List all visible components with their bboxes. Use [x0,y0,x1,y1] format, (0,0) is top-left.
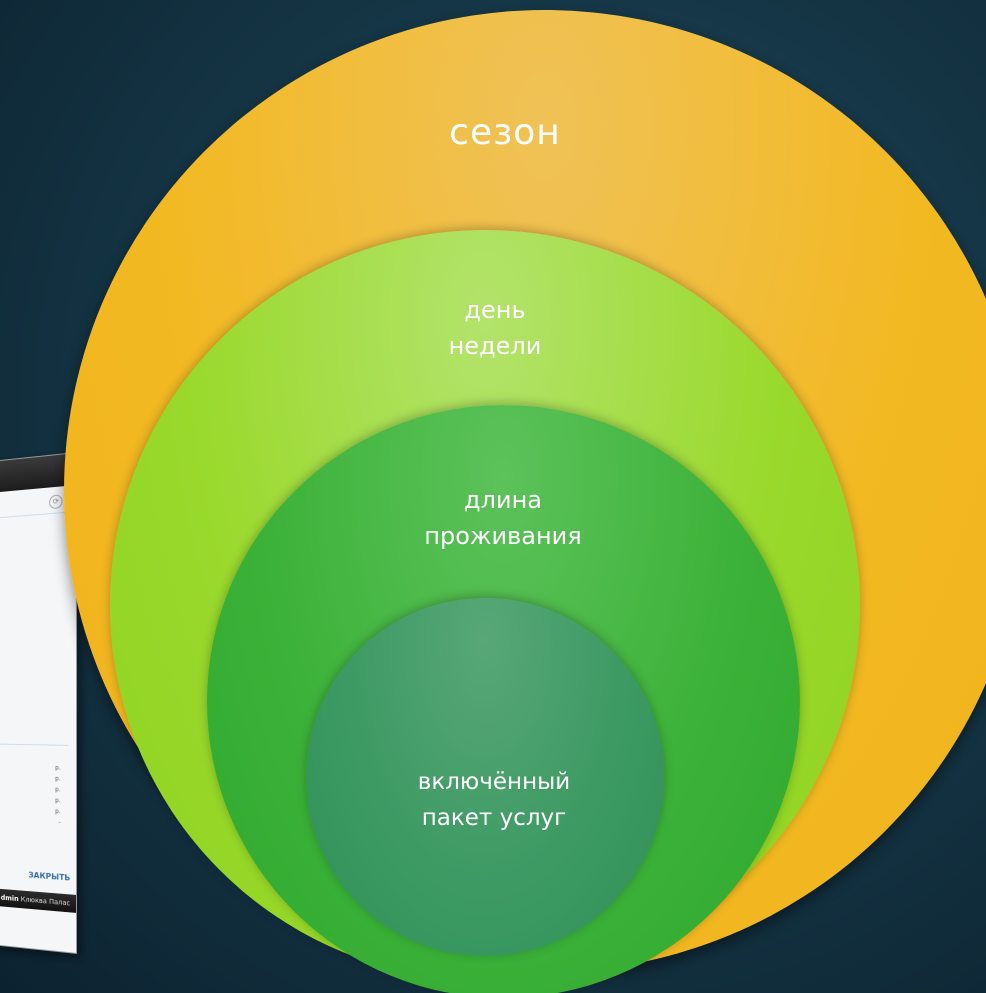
divider [0,511,69,526]
list-item: р. [55,797,61,805]
price-list: р. р. р. р. р. - [55,762,60,828]
refresh-icon: ⟳ [49,494,63,510]
label-season: сезон [449,112,561,153]
list-item: р. [55,808,61,816]
label-service-package: включённый пакет услуг [418,764,570,836]
divider [0,741,69,746]
label-weekday-line2: недели [448,332,542,360]
list-item: р. [55,786,61,794]
label-weekday: день недели [449,292,542,364]
list-item: - [58,819,61,827]
footer-text: Клюква Палас [18,895,71,908]
label-service-package-line2: пакет услуг [421,805,567,831]
label-stay-length: длина проживания [424,482,581,554]
footer-user: dmin [0,893,19,904]
circle-service-package [306,598,664,956]
list-item: р. [55,775,61,783]
label-weekday-line1: день [464,296,526,324]
list-item: р. [55,764,61,772]
window-footer: dmin Клюква Палас [0,880,77,913]
label-stay-length-line1: длина [464,486,542,514]
label-service-package-line1: включённый [417,769,571,795]
label-stay-length-line2: проживания [424,522,582,550]
close-button[interactable]: ЗАКРЫТЬ [28,870,71,883]
